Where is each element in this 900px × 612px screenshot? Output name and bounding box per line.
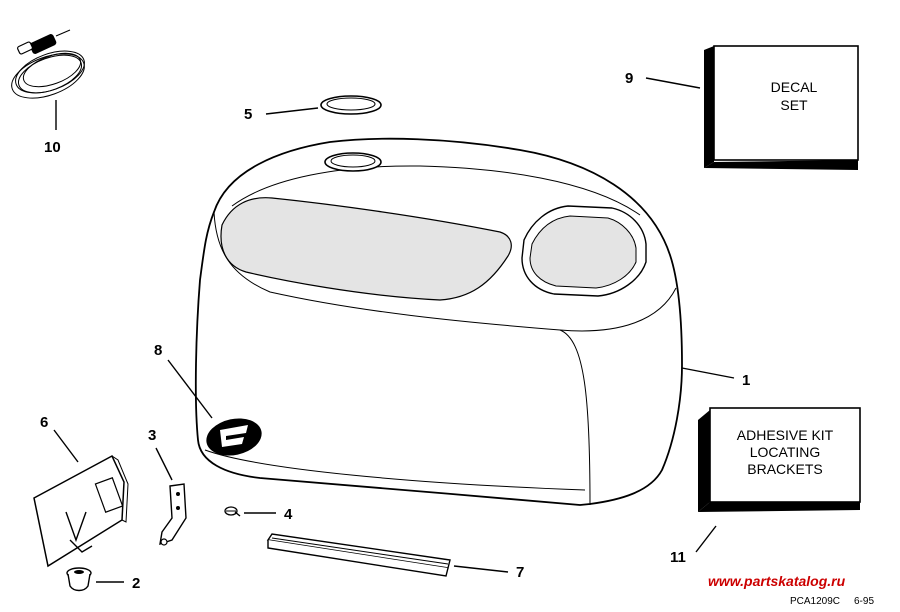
- callout-4: 4: [284, 506, 293, 523]
- decal-box-line1: DECAL: [771, 79, 818, 95]
- logo-emblem: [206, 418, 262, 456]
- callout-1: 1: [742, 372, 750, 389]
- bracket-part: [159, 483, 187, 546]
- leader-11: [695, 525, 717, 553]
- footer-code: PCA1209C: [790, 596, 840, 607]
- wire-harness-part: [11, 29, 85, 99]
- ring-gasket-part: [320, 95, 382, 115]
- callout-5: 5: [244, 106, 252, 123]
- callout-6: 6: [40, 414, 48, 431]
- motor-cover-part: [194, 137, 683, 506]
- callout-10: 10: [44, 139, 61, 156]
- callout-2: 2: [132, 575, 140, 592]
- callout-9: 9: [625, 70, 633, 87]
- callout-11: 11: [670, 549, 686, 566]
- decal-box-line2: SET: [780, 97, 808, 113]
- leader-7: [453, 565, 509, 573]
- adhesive-kit-box: [698, 407, 861, 512]
- leader-1: [681, 367, 735, 379]
- callout-3: 3: [148, 427, 156, 444]
- adhesive-box-line3: BRACKETS: [747, 461, 822, 477]
- seal-strip-part: [266, 533, 451, 577]
- leader-9: [645, 77, 701, 89]
- screw-part: [224, 506, 241, 517]
- adhesive-box-line1: ADHESIVE KIT: [737, 427, 834, 443]
- footer-date: 6-95: [854, 596, 874, 607]
- callout-8: 8: [154, 342, 162, 359]
- leader-5: [265, 107, 319, 115]
- leader-3: [155, 447, 173, 481]
- grommet-part: [66, 567, 92, 592]
- hinge-plate-part: [33, 454, 129, 568]
- leader-6: [53, 429, 79, 463]
- callout-7: 7: [516, 564, 524, 581]
- decal-set-box: [704, 45, 859, 170]
- adhesive-box-line2: LOCATING: [750, 444, 821, 460]
- leader-8: [167, 359, 213, 419]
- watermark-text: www.partskatalog.ru: [708, 573, 846, 589]
